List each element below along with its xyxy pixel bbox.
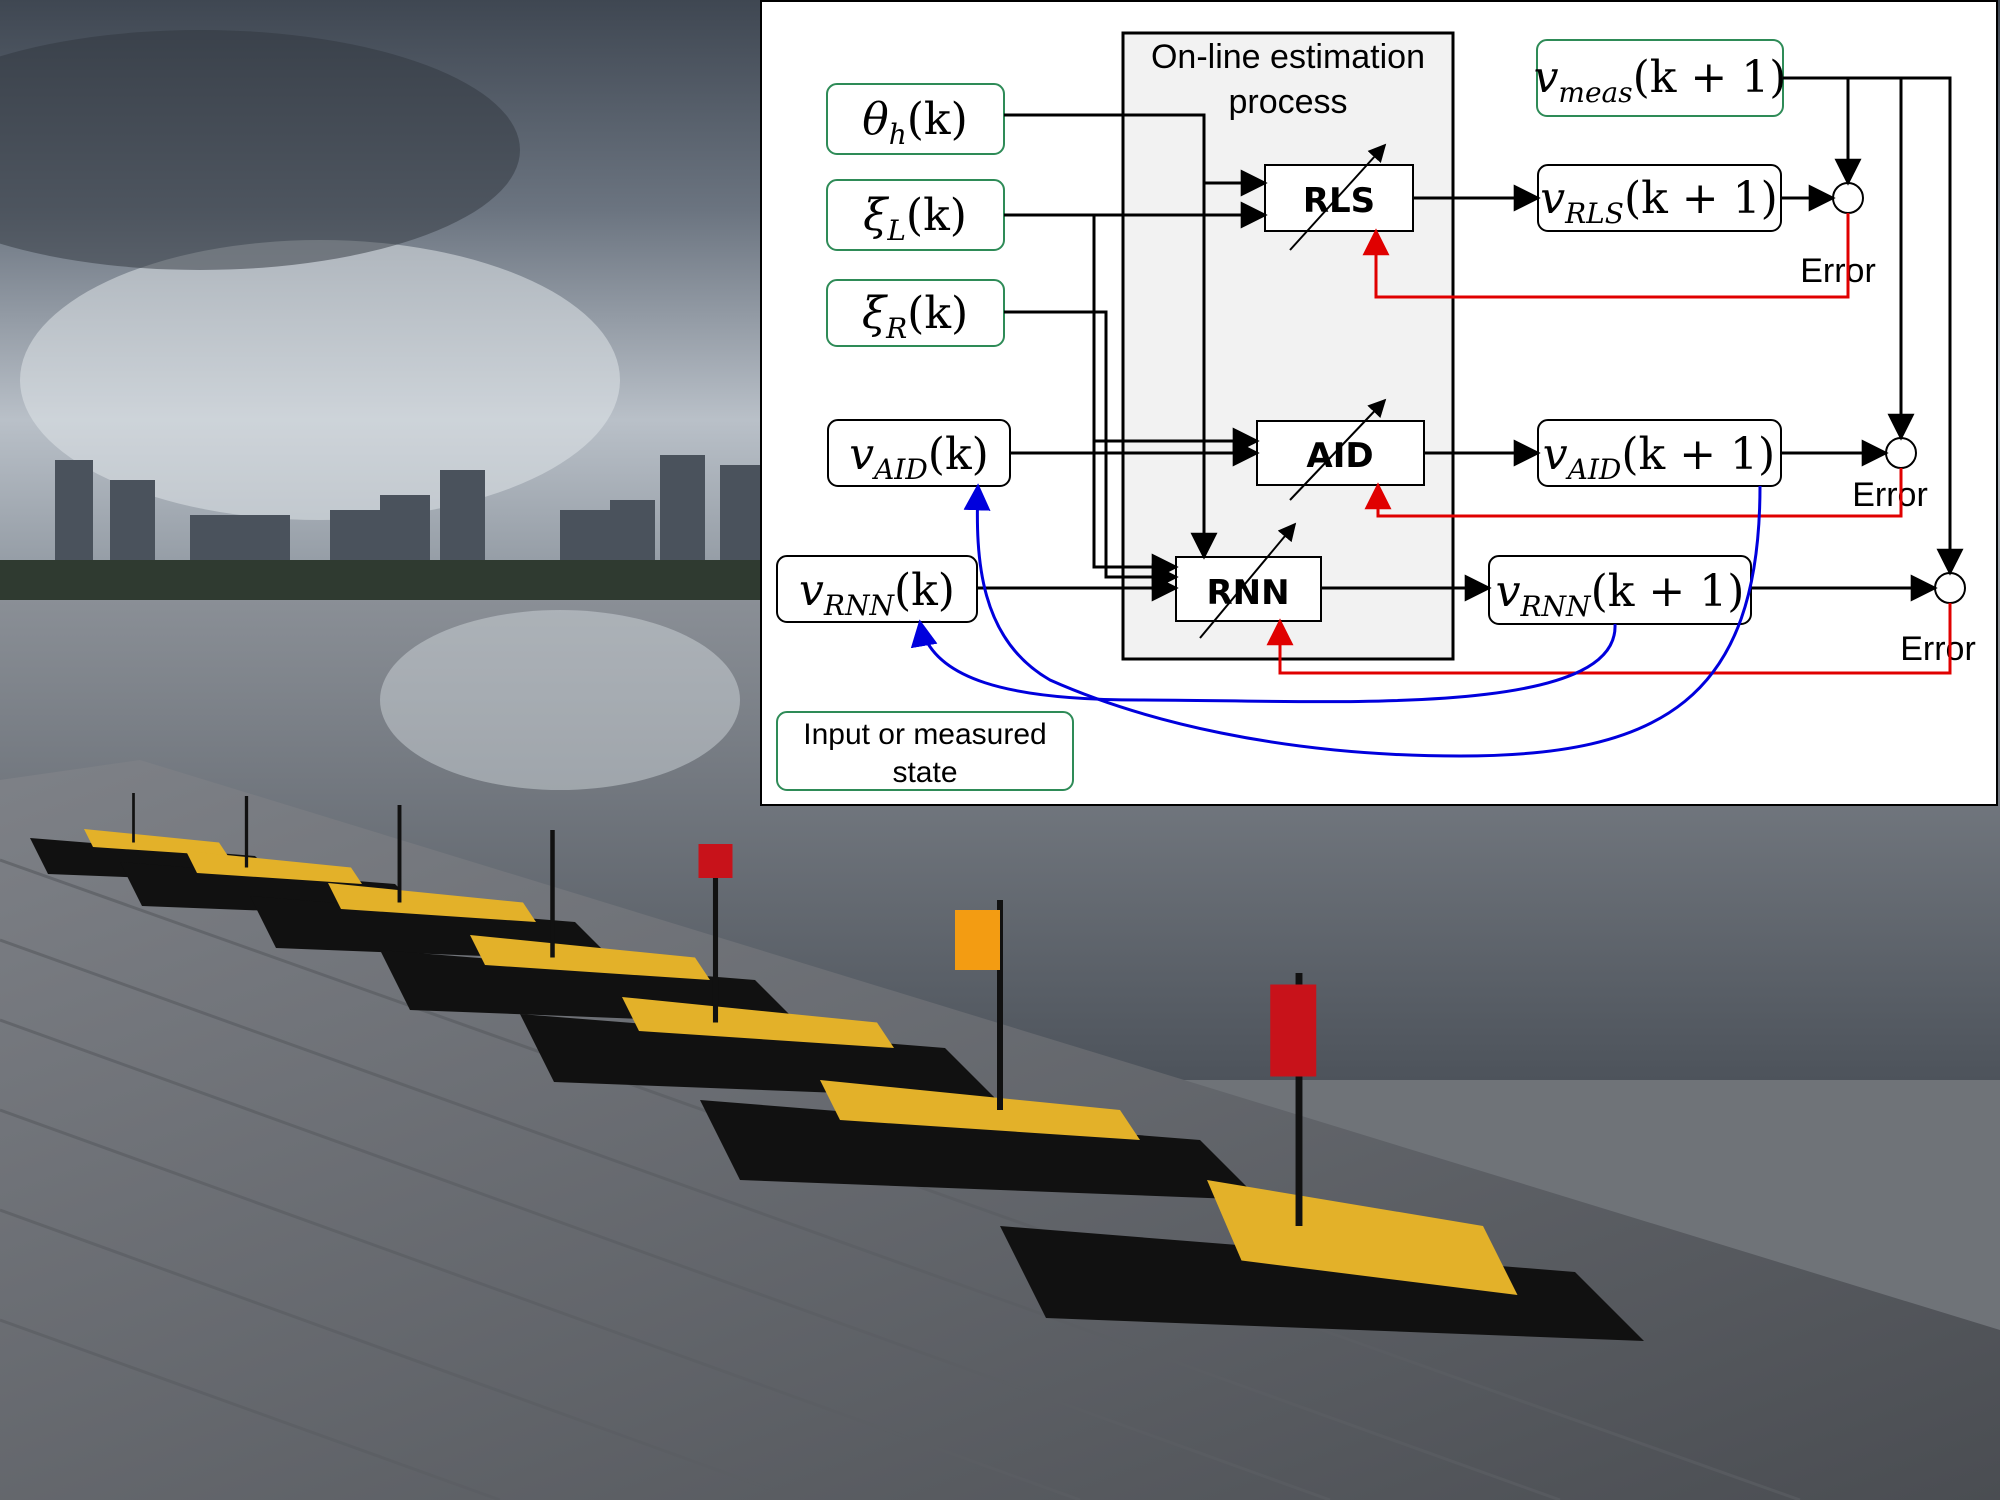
input-xi-r-box: ξR(k) [826,279,1005,347]
svg-text:state: state [892,756,957,789]
svg-text:vAID(k + 1): vAID(k + 1) [1543,429,1775,486]
input-theta-box: θh(k) [826,83,1005,155]
process-title-line2: process [1228,83,1347,121]
rnn-block: RNN [1175,522,1322,639]
svg-text:vmeas(k + 1): vmeas(k + 1) [1534,52,1787,109]
legend-input-box: Input or measured state [776,711,1074,791]
input-xi-l-box: ξL(k) [826,179,1005,251]
process-title-line1: On-line estimation [1151,38,1425,76]
theta-arg: (k) [907,94,968,145]
aid-error-label: Error [1852,476,1928,514]
signal-connections [977,76,1964,602]
svg-text:ξR(k): ξR(k) [862,288,968,345]
svg-text:AID: AID [1306,436,1373,476]
aid-block: AID [1256,398,1425,501]
output-v-aid-box: vAID(k + 1) [1537,419,1782,487]
theta-sub: h [889,118,907,151]
state-v-rnn-k-box: vRNN(k) [776,555,978,623]
aid-error-comparator [1885,437,1917,469]
svg-text:θh(k): θh(k) [862,94,968,151]
svg-text:Input or measured: Input or measured [803,718,1046,751]
input-v-meas-box: vmeas(k + 1) [1534,39,1787,117]
estimation-diagram: On-line estimation process θh(k) ξL(k) ξ… [760,0,2000,808]
svg-text:vRNN(k): vRNN(k) [799,565,955,622]
svg-text:RLS: RLS [1303,181,1375,221]
output-v-rls-box: vRLS(k + 1) [1537,164,1782,232]
svg-text:vRNN(k + 1): vRNN(k + 1) [1496,566,1745,623]
recurrent-feedback-paths [910,483,1762,758]
svg-text:ξL(k): ξL(k) [863,190,967,247]
rnn-error-label: Error [1900,630,1976,668]
rnn-error-comparator [1934,572,1966,604]
error-feedback-paths [1266,213,1952,675]
state-v-aid-k-box: vAID(k) [827,419,1011,487]
rls-error-label: Error [1800,252,1876,290]
theta-base: θ [862,94,889,145]
rls-error-comparator [1832,182,1864,214]
output-v-rnn-box: vRNN(k + 1) [1488,555,1752,625]
svg-text:vAID(k): vAID(k) [849,429,989,486]
svg-text:vRLS(k + 1): vRLS(k + 1) [1540,173,1778,230]
